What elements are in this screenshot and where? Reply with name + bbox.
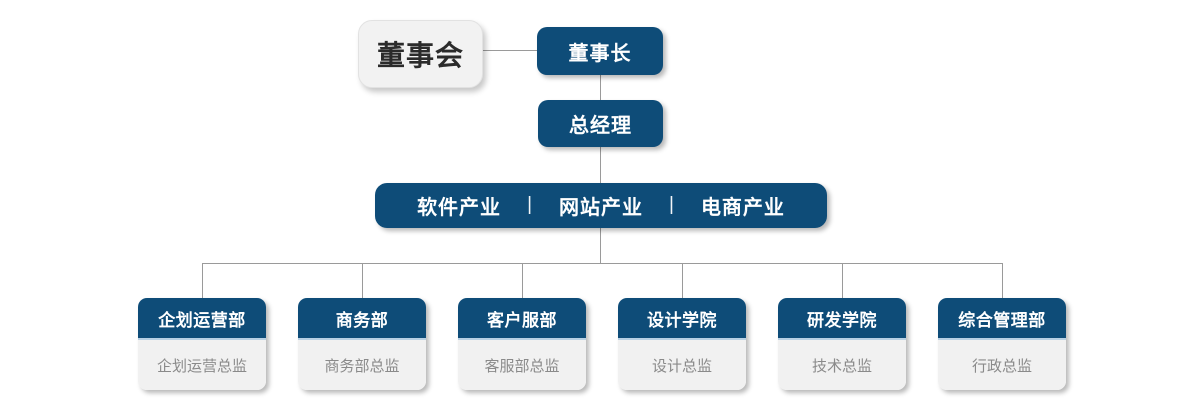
chairman-label: 董事长 (568, 42, 632, 65)
connector-drop-2 (362, 263, 363, 298)
connector-industries-trunk (600, 228, 601, 263)
connector-gm-industries (600, 147, 601, 183)
dept-card-business: 商务部 商务部总监 (298, 298, 426, 390)
chairman-box: 董事长 (537, 27, 663, 75)
connector-drop-4 (682, 263, 683, 298)
dept-card-rnd-academy: 研发学院 技术总监 (778, 298, 906, 390)
industries-box: 软件产业 | 网站产业 | 电商产业 (375, 183, 827, 228)
industry-separator: | (527, 193, 533, 215)
dept-card-design-academy: 设计学院 设计总监 (618, 298, 746, 390)
dept-director: 设计总监 (618, 340, 746, 390)
industry-separator: | (669, 193, 675, 215)
connector-chairman-gm (600, 75, 601, 100)
dept-card-general-management: 综合管理部 行政总监 (938, 298, 1066, 390)
dept-name: 综合管理部 (938, 298, 1066, 340)
dept-card-planning-operations: 企划运营部 企划运营总监 (138, 298, 266, 390)
dept-name: 客户服部 (458, 298, 586, 340)
connector-drop-5 (842, 263, 843, 298)
dept-director: 企划运营总监 (138, 340, 266, 390)
industry-ecommerce-label: 电商产业 (700, 197, 785, 219)
dept-director: 商务部总监 (298, 340, 426, 390)
dept-name: 设计学院 (618, 298, 746, 340)
connector-board-chairman (483, 50, 537, 51)
dept-director: 客服部总监 (458, 340, 586, 390)
board-label: 董事会 (376, 40, 464, 71)
industry-software-label: 软件产业 (417, 197, 502, 219)
dept-name: 研发学院 (778, 298, 906, 340)
industry-website-label: 网站产业 (559, 197, 643, 219)
dept-card-customer-service: 客户服部 客服部总监 (458, 298, 586, 390)
dept-director: 行政总监 (938, 340, 1066, 390)
connector-main-horizontal (202, 263, 1002, 264)
connector-drop-6 (1002, 263, 1003, 298)
board-box: 董事会 (358, 20, 483, 88)
general-manager-box: 总经理 (538, 100, 663, 147)
connector-drop-1 (202, 263, 203, 298)
dept-name: 企划运营部 (138, 298, 266, 340)
dept-director: 技术总监 (778, 340, 906, 390)
connector-drop-3 (522, 263, 523, 298)
dept-name: 商务部 (298, 298, 426, 340)
general-manager-label: 总经理 (569, 115, 632, 137)
